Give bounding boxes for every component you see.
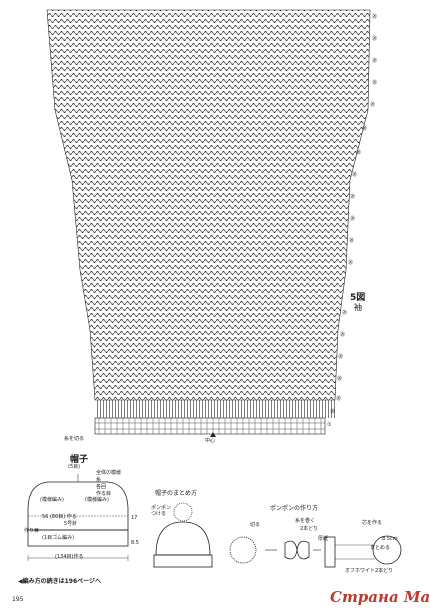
row-mark: ⑳ [372, 14, 378, 20]
pompom-steps-drawing [229, 535, 402, 568]
hat-width-label-2: 5号針 [64, 521, 78, 527]
finishing-title: 帽子のまとめ方 [155, 490, 198, 497]
hat-right-note: 各回 [96, 484, 107, 490]
figure-number: 5図 [350, 293, 366, 303]
row-mark: ⑳ [338, 354, 344, 360]
page-number: 195 [12, 596, 24, 603]
pompom-title: ポンポンの作り方 [270, 505, 319, 512]
row-mark: ⑳ [350, 194, 356, 200]
row-mark: ⑳ [372, 58, 378, 64]
center-arrow-icon [210, 432, 216, 437]
row-mark: ⑳ [352, 172, 358, 178]
hat-width-label: 56 (80目) 作る [42, 514, 77, 520]
hat-right-note: 全体の模様 [96, 470, 122, 476]
pompom-size-label: 8.5cm [382, 536, 398, 542]
hat-title: 帽子 [70, 455, 89, 465]
chart-rib-section [95, 400, 335, 418]
pompom-note: 切る [250, 522, 261, 528]
row-mark: ⑳ [372, 36, 378, 42]
pompom-attach-note: ポンポン つける [151, 505, 172, 517]
center-label: 中心 [205, 438, 216, 444]
hat-height-a: 17 [131, 515, 138, 521]
row-mark: ⑳ [342, 310, 348, 316]
hat-right-note: 作る目 [96, 491, 112, 497]
hat-left-note: 作り目 [24, 528, 40, 534]
row-mark: ⑳ [349, 238, 355, 244]
row-mark: ⑳ [348, 260, 354, 266]
hat-height-b: 8.5 [131, 540, 139, 546]
row-mark: ⑳ [370, 102, 376, 108]
hat-body-label-right: (模様編み) [85, 497, 109, 503]
row-mark: ⑳ [340, 332, 346, 338]
pompom-size-label: 厚紙 [318, 536, 329, 542]
hat-top-note: (5目) [68, 464, 81, 470]
pompom-note: 芯を作る [362, 520, 383, 526]
hat-schematic [27, 474, 129, 561]
pompom-tool-note: オフホワイト2本どり [345, 568, 394, 574]
pompom-note: 2本どり [300, 526, 319, 532]
hat-finished-drawing [153, 502, 213, 568]
start-label: 糸を切る [64, 436, 85, 442]
row-mark: ⑳ [356, 150, 362, 156]
chart-body-shape [46, 9, 371, 401]
continue-note: ◀編み方の続きは196ページへ [18, 578, 102, 585]
row-mark: ⑳ [362, 126, 368, 132]
hat-right-note: 糸 [96, 477, 102, 483]
row-mark: ⑳ [330, 409, 336, 415]
hat-bottom-width: (134目)作る [55, 554, 84, 560]
row-mark: ⑳ [350, 216, 356, 222]
crochet-chart [46, 9, 371, 435]
hat-body-label: (模様編み) [40, 497, 64, 503]
row-mark: ① [327, 422, 332, 428]
pompom-note: まとめる [370, 545, 391, 551]
row-mark: ⑳ [337, 376, 343, 382]
site-watermark: Страна Мам [330, 588, 430, 606]
pompom-note: 糸を巻く [295, 518, 316, 524]
row-mark: ⑳ [372, 80, 378, 86]
figure-name: 袖 [354, 303, 362, 312]
row-mark: ⑳ [336, 396, 342, 402]
hat-band-label: (1目ゴム編み) [42, 535, 75, 541]
